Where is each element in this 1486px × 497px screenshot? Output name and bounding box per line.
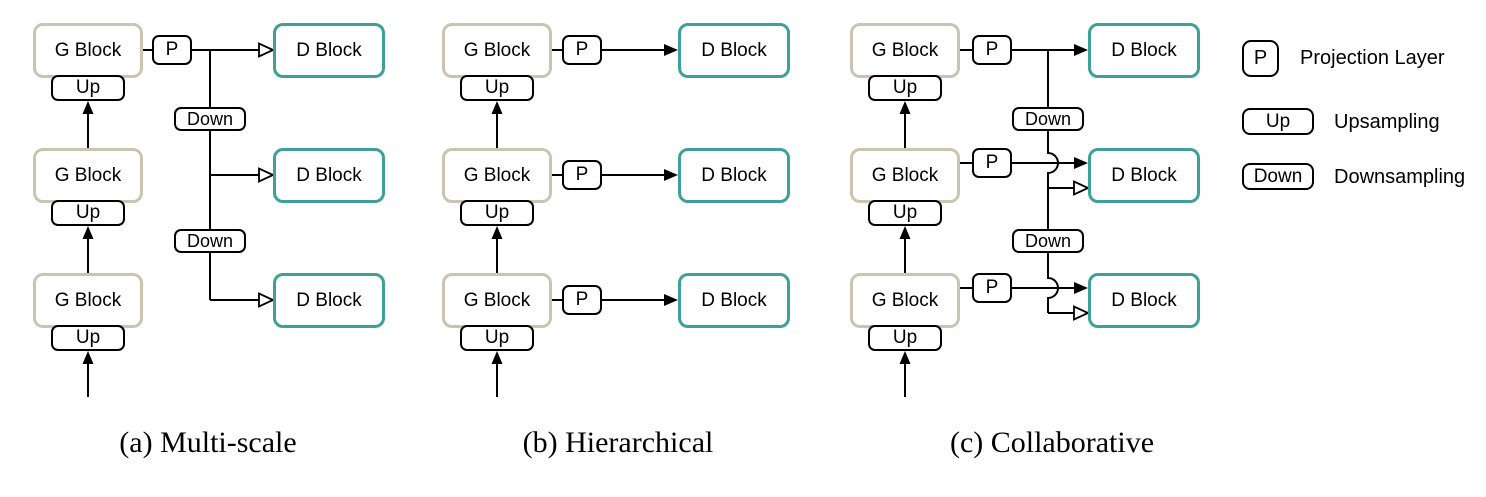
d-block-b1: D Block [678,23,790,78]
legend-p-label: Projection Layer [1300,47,1445,69]
solid-arrowhead [1074,282,1088,294]
g-block-b2: G Block [442,148,552,203]
up-box-a3: Up [51,325,125,351]
down-box-a2: Down [174,229,246,253]
solid-arrowhead [664,169,678,181]
solid-arrowhead [1074,44,1088,56]
p-box-c3: P [972,273,1012,303]
d-block-a3: D Block [273,273,385,328]
g-block-a2: G Block [33,148,143,203]
solid-arrowhead [664,44,678,56]
g-block-a3: G Block [33,273,143,328]
d-block-b2: D Block [678,148,790,203]
g-block-c3: G Block [850,273,960,328]
d-block-b3: D Block [678,273,790,328]
open-arrowhead [258,292,276,308]
g-block-a1: G Block [33,23,143,78]
d-block-a1: D Block [273,23,385,78]
legend-p-box: P [1242,40,1279,77]
solid-arrowhead [491,226,503,239]
d-block-a2: D Block [273,148,385,203]
p-box-c1: P [972,35,1012,65]
g-block-b3: G Block [442,273,552,328]
legend-down-label: Downsampling [1334,166,1466,188]
solid-arrowhead [491,101,503,114]
p-box-b1: P [562,35,602,65]
solid-arrowhead [491,351,503,364]
solid-arrowhead [899,101,911,114]
down-box-a1: Down [174,107,246,131]
solid-arrowhead [899,226,911,239]
open-arrowhead [258,167,276,183]
solid-arrowhead [899,351,911,364]
diagram-c-wires [899,44,1091,397]
diagram-b-wires [491,44,678,397]
solid-arrowhead [664,294,678,306]
legend-down-box: Down [1242,163,1314,190]
p-box-b2: P [562,160,602,190]
up-box-c1: Up [868,75,942,101]
up-box-b1: Up [460,75,534,101]
g-block-b1: G Block [442,23,552,78]
solid-arrowhead [82,226,94,239]
up-box-b3: Up [460,325,534,351]
caption-collaborative: (c) Collaborative [949,426,1155,459]
legend-up-label: Upsampling [1334,111,1440,133]
p-box-c2: P [972,148,1012,178]
p-box-a1: P [152,35,192,65]
caption-hierarchical: (b) Hierarchical [522,426,714,459]
legend-up-box: Up [1242,108,1314,135]
down-box-c2: Down [1012,229,1084,253]
d-block-c1: D Block [1088,23,1200,78]
solid-arrowhead [82,101,94,114]
open-arrowhead [1073,180,1091,196]
open-arrowhead [1073,305,1091,321]
diagram-a-wires [82,42,276,397]
down-branch-line-with-hops [1047,50,1059,313]
down-box-c1: Down [1012,107,1084,131]
solid-arrowhead [82,351,94,364]
p-box-b3: P [562,285,602,315]
up-box-b2: Up [460,200,534,226]
open-arrowhead [258,42,276,58]
caption-multi-scale: (a) Multi-scale [119,426,297,459]
solid-arrowhead [1074,157,1088,169]
up-box-c2: Up [868,200,942,226]
d-block-c3: D Block [1088,273,1200,328]
up-box-a1: Up [51,75,125,101]
up-box-a2: Up [51,200,125,226]
up-box-c3: Up [868,325,942,351]
g-block-c2: G Block [850,148,960,203]
g-block-c1: G Block [850,23,960,78]
d-block-c2: D Block [1088,148,1200,203]
